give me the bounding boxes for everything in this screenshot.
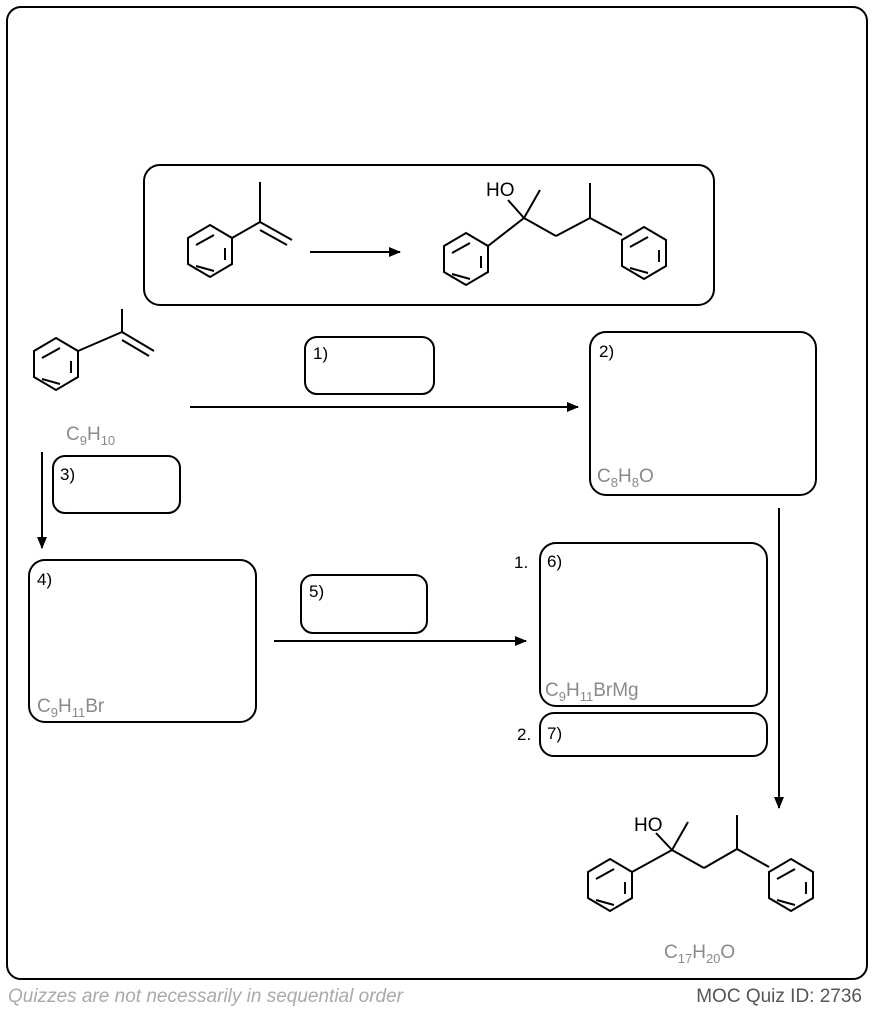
product-molecule: [587, 815, 814, 913]
outer-frame: [6, 6, 868, 980]
box-step3[interactable]: 3): [52, 455, 181, 514]
box-step5[interactable]: 5): [300, 574, 428, 634]
box-step5-label: 5): [309, 582, 324, 601]
summary-product-molecule: [443, 183, 667, 287]
step-order-second: 2.: [517, 725, 531, 744]
summary-hydroxyl-label: HO: [486, 180, 515, 201]
box-step3-label: 3): [60, 465, 75, 484]
footer-note: Quizzes are not necessarily in sequentia…: [8, 986, 403, 1007]
box-step6[interactable]: 6) C9H11BrMg: [539, 542, 768, 707]
box-step4-label: 4): [37, 570, 52, 589]
box-step1-label: 1): [313, 344, 328, 363]
box-step6-label: 6): [547, 552, 562, 571]
box-step2-formula: C8H8O: [597, 466, 654, 490]
box-step4-formula: C9H11Br: [37, 696, 105, 720]
box-step7-label: 7): [547, 724, 562, 743]
product-hydroxyl-label: HO: [634, 815, 663, 836]
box-step4[interactable]: 4) C9H11Br: [28, 559, 257, 723]
box-step6-formula: C9H11BrMg: [545, 680, 639, 704]
start-formula: C9H10: [66, 424, 115, 448]
product-formula: C17H20O: [664, 942, 735, 966]
box-step2[interactable]: 2) C8H8O: [589, 331, 817, 496]
quiz-id: MOC Quiz ID: 2736: [696, 986, 862, 1007]
box-step7[interactable]: 7): [539, 712, 768, 757]
box-step1[interactable]: 1): [304, 336, 435, 395]
box-step2-label: 2): [599, 342, 614, 361]
start-molecule: [33, 309, 155, 392]
summary-start-molecule: [187, 182, 293, 279]
step-order-first: 1.: [514, 553, 528, 572]
summary-box: [143, 164, 715, 306]
